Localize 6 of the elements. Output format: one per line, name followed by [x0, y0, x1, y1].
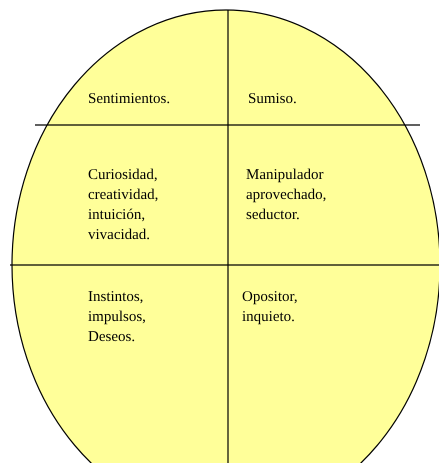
- quadrant-label: Instintos, impulsos, Deseos.: [88, 287, 146, 347]
- quadrant-label: Opositor, inquieto.: [242, 287, 298, 327]
- quadrant-label: Sentimientos.: [88, 89, 170, 109]
- quadrant-label: Curiosidad, creatividad, intuición, vivacidad.: [88, 165, 158, 245]
- quadrant-label: Sumiso.: [248, 89, 297, 109]
- quadrant-label: Manipulador aprovechado, seductor.: [246, 165, 326, 225]
